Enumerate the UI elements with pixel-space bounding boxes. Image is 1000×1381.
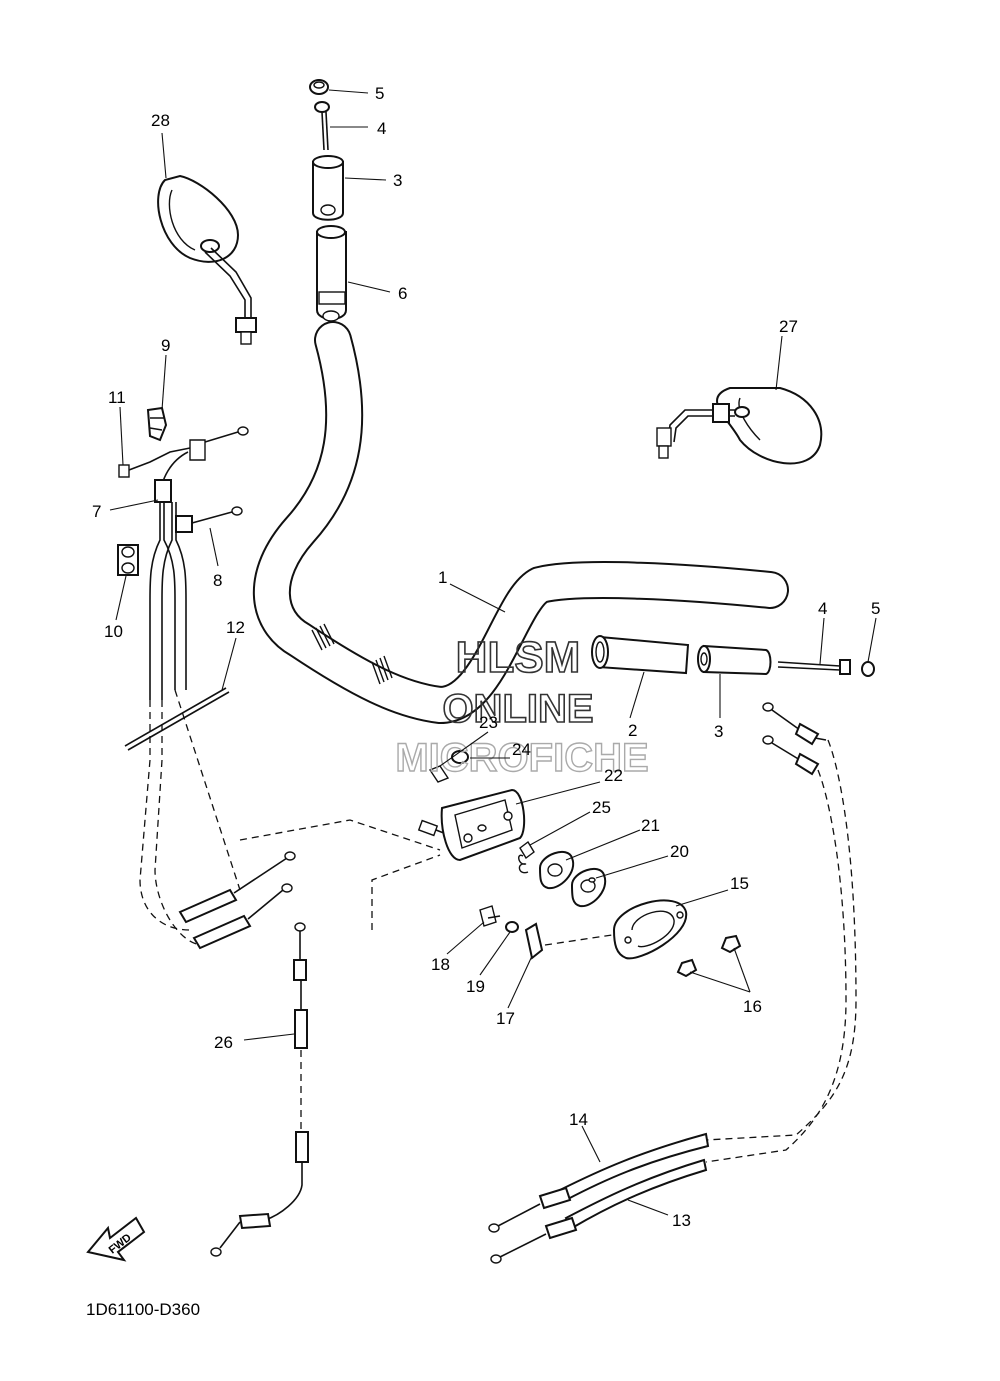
watermark-line3: MICROFICHE	[395, 736, 648, 780]
right-grip-assembly	[591, 635, 875, 677]
cable-ends-left	[178, 851, 296, 950]
watermark: HLSM ONLINE MICROFICHE	[395, 632, 650, 781]
callout-20: 20	[670, 842, 689, 861]
mirror-right	[656, 387, 823, 465]
callout-26: 26	[214, 1033, 233, 1052]
mirror-left	[157, 174, 257, 345]
callout-17: 17	[496, 1009, 515, 1028]
callout-9: 9	[161, 336, 170, 355]
reference-code: 1D61100-D360	[86, 1300, 200, 1319]
callout-21: 21	[641, 816, 660, 835]
callout-10: 10	[104, 622, 123, 641]
handlebar	[252, 321, 789, 725]
fwd-arrow: FWD	[86, 1216, 146, 1262]
callout-3-right: 3	[714, 722, 723, 741]
left-cable-clamps	[117, 406, 249, 700]
callout-labels: 5 4 3 6 28 27 9 11 7 8 10 12 1 2 3 4 5 2…	[92, 84, 880, 1230]
callout-19: 19	[466, 977, 485, 996]
callout-24: 24	[512, 740, 531, 759]
callout-12: 12	[226, 618, 245, 637]
leader-lines	[109, 89, 877, 1216]
callout-4-right: 4	[818, 599, 827, 618]
callout-4-top: 4	[377, 119, 386, 138]
watermark-line1: HLSM	[456, 633, 581, 682]
callout-18: 18	[431, 955, 450, 974]
callout-13: 13	[672, 1211, 691, 1230]
callout-11: 11	[108, 388, 126, 407]
callout-1: 1	[438, 568, 447, 587]
callout-23: 23	[479, 713, 498, 732]
callout-15: 15	[730, 874, 749, 893]
callout-6: 6	[398, 284, 407, 303]
callout-22: 22	[604, 766, 623, 785]
callout-16: 16	[743, 997, 762, 1016]
callout-3-top: 3	[393, 171, 402, 190]
cable-routes-left	[139, 689, 441, 946]
callout-8: 8	[213, 571, 222, 590]
callout-14: 14	[569, 1110, 588, 1129]
callout-25: 25	[592, 798, 611, 817]
grip-end-stack	[309, 79, 347, 322]
callout-5-top: 5	[375, 84, 384, 103]
callout-5-right: 5	[871, 599, 880, 618]
cable-26	[210, 922, 309, 1257]
callout-7: 7	[92, 502, 101, 521]
cable-13-14	[488, 702, 857, 1264]
watermark-line2: ONLINE	[442, 687, 593, 731]
callout-2: 2	[628, 721, 637, 740]
cable-12	[124, 687, 230, 751]
callout-28: 28	[151, 111, 170, 130]
callout-27: 27	[779, 317, 798, 336]
switch-housing-assembly	[417, 750, 742, 978]
